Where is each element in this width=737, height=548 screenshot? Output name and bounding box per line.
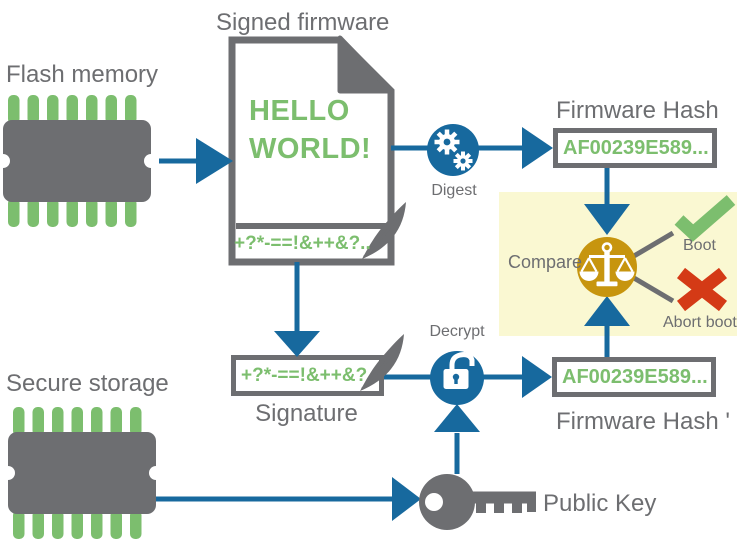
gears-icon [434, 129, 473, 171]
signature-box: +?*-==!&++&?.. [231, 355, 384, 396]
firmware-hash-prime-label: Firmware Hash ' [556, 408, 730, 435]
firmware-hash-label: Firmware Hash [556, 97, 719, 124]
secure-storage-chip-icon [1, 407, 163, 539]
signature-label: Signature [255, 400, 358, 427]
firmware-content-text: HELLO WORLD! [249, 95, 372, 165]
firmware-hash-prime-box: AF00239E589... [552, 357, 716, 397]
signature-box-text: +?*-==!&++&?.. [241, 364, 378, 386]
digest-label: Digest [431, 182, 477, 199]
compare-label: Compare [508, 252, 583, 272]
firmware-hash-value: AF00239E589... [563, 136, 709, 159]
digest-node [427, 124, 479, 176]
boot-label: Boot [683, 237, 716, 254]
arrow-key-to-decrypt [434, 404, 480, 474]
flash-memory-label: Flash memory [6, 61, 159, 88]
arrow-storage-to-key [156, 477, 421, 521]
decrypt-label: Decrypt [429, 323, 485, 340]
arrow-decrypt-to-hash-prime [474, 356, 552, 398]
key-icon [419, 474, 536, 530]
padlock-open-icon [443, 352, 475, 389]
arrow-firmware-to-signature [274, 262, 320, 357]
document-signature-text: +?*-==!&++&?.. [234, 233, 371, 254]
signed-firmware-label: Signed firmware [216, 9, 390, 36]
abort-boot-label: Abort boot [663, 314, 737, 331]
public-key-label: Public Key [543, 490, 657, 517]
firmware-hash-box: AF00239E589... [553, 128, 717, 168]
decrypt-node [430, 351, 484, 405]
secure-storage-label: Secure storage [6, 370, 169, 397]
firmware-hash-prime-value: AF00239E589... [562, 365, 708, 388]
arrow-flash-to-firmware [159, 138, 233, 184]
arrow-firmware-to-digest-hash [391, 127, 553, 169]
flash-memory-chip-icon [0, 95, 158, 227]
